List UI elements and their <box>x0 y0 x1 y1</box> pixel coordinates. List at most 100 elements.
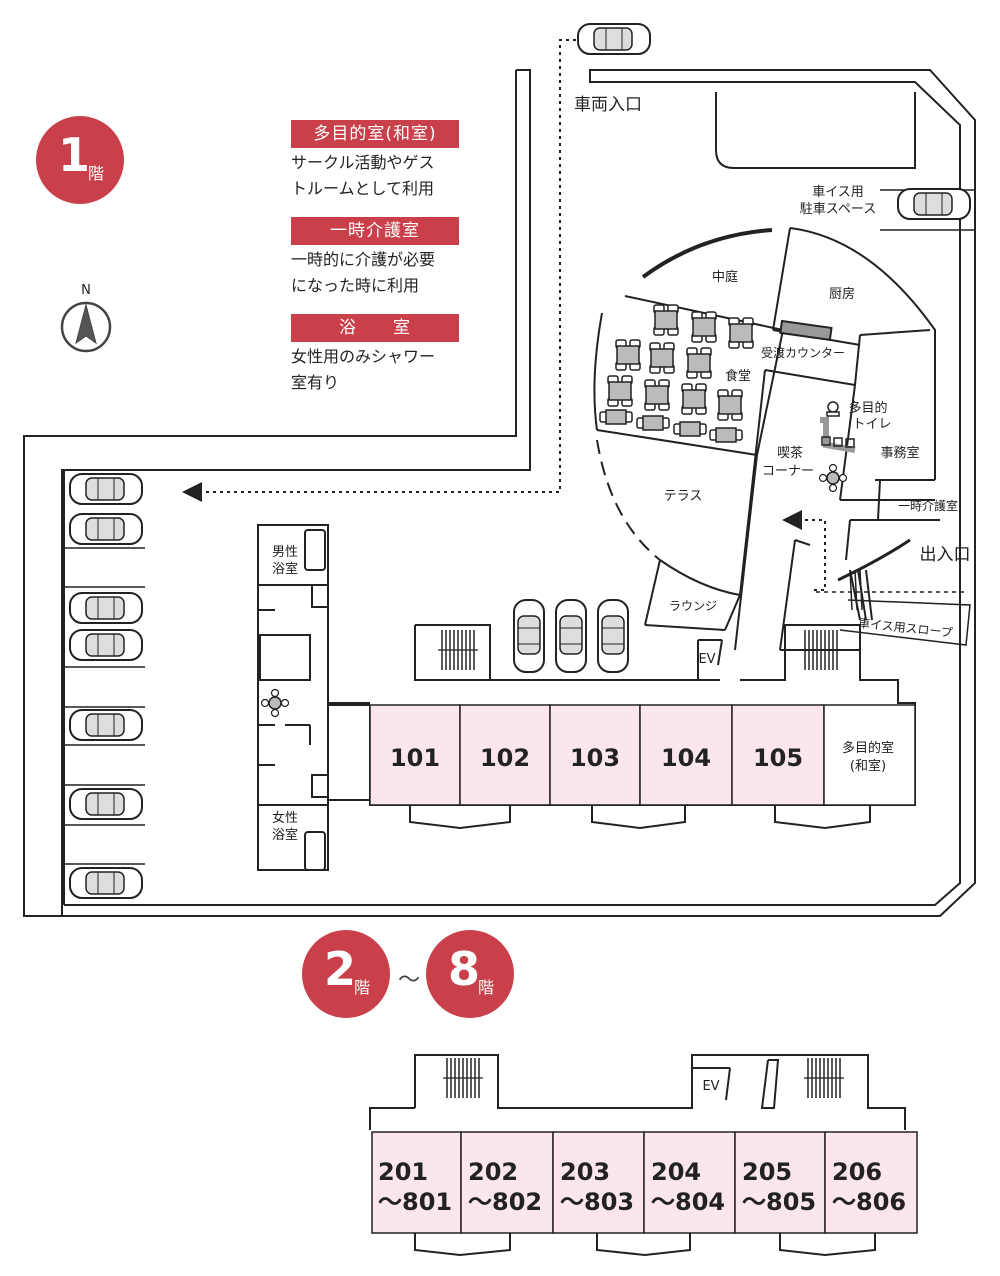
floor-range-separator: 〜 <box>398 968 421 993</box>
site-boundary <box>23 69 976 917</box>
parked-car-icon <box>69 513 143 545</box>
compass-label: N <box>81 283 91 298</box>
elevator-label: EV <box>702 1079 719 1094</box>
dining-table-icon <box>717 389 743 421</box>
dining-table-icon <box>686 347 712 379</box>
floor1-rooms: 101 102 103 104 105 <box>369 704 916 806</box>
entering-car-icon <box>577 23 651 55</box>
dining-label: 食堂 <box>725 368 751 384</box>
small-table-icon <box>673 421 707 437</box>
dining-table-icon <box>653 304 679 336</box>
wheelchair-car-icon <box>897 188 971 220</box>
room-number-bottom: 〜805 <box>742 1188 816 1216</box>
room-101[interactable] <box>369 704 461 806</box>
dining-table-icon <box>644 379 670 411</box>
room-number-top: 205 <box>742 1158 792 1186</box>
entrance-label: 出入口 <box>920 545 971 565</box>
cafe-label: 喫茶 <box>777 445 803 461</box>
vehicle-entrance-label: 車両入口 <box>574 95 642 115</box>
legend-line: 女性用のみシャワー <box>291 347 436 366</box>
room-number-top: 204 <box>651 1158 701 1186</box>
parked-car-icon <box>69 629 143 661</box>
floor-1-badge: 1 階 <box>36 116 124 204</box>
area-labels: 車両入口 車イス用 駐車スペース 中庭 厨房 受渡カウンター 食堂 多目的 トイ… <box>272 95 971 1094</box>
room-number-bottom: 〜802 <box>468 1188 542 1216</box>
female-bath-label: 浴室 <box>272 827 298 843</box>
male-bath-label: 浴室 <box>272 561 298 577</box>
terrace-label: テラス <box>664 489 703 504</box>
stairs-icon <box>803 1057 845 1099</box>
stairs-icon <box>442 1057 484 1099</box>
room-multipurpose[interactable] <box>823 704 916 806</box>
lounge-label: ラウンジ <box>669 599 717 613</box>
room-204-804[interactable] <box>643 1131 736 1234</box>
legend-text-multipurpose: サークル活動やゲス トルームとして利用 <box>291 150 481 202</box>
floor-1-suffix: 階 <box>88 164 105 183</box>
female-bath-label: 女性 <box>272 810 298 826</box>
floor-2-badge: 2 階 <box>302 930 390 1018</box>
parked-car-icon <box>69 473 143 505</box>
legend-title-multipurpose: 多目的室(和室) <box>291 120 459 148</box>
room-104[interactable] <box>639 704 733 806</box>
upper-floor-rooms: 201 〜801 202 〜802 203 〜803 204 〜804 205 … <box>371 1131 918 1234</box>
kitchen-label: 厨房 <box>829 286 855 302</box>
vehicle-route-arrow <box>182 39 576 502</box>
small-table-icon <box>599 409 633 425</box>
room-206-806[interactable] <box>824 1131 918 1234</box>
toilet-icon <box>311 774 329 798</box>
multipurpose-room-label: 多目的室 <box>842 740 894 756</box>
room-number: 104 <box>661 744 711 772</box>
toilet-icon <box>826 401 840 417</box>
dining-table-icon <box>607 375 633 407</box>
legend-line: 室有り <box>291 373 340 392</box>
floor-1-number: 1 <box>58 128 91 182</box>
room-number-bottom: 〜804 <box>651 1188 725 1216</box>
bath-table-icon <box>260 688 290 718</box>
floor-8-suffix: 階 <box>478 978 495 997</box>
room-number: 101 <box>390 744 440 772</box>
wheelchair-parking-label: 車イス用 <box>812 185 864 200</box>
elevator-label: EV <box>698 652 715 667</box>
legend-line: サークル活動やゲス <box>291 153 435 172</box>
floor-2-suffix: 階 <box>354 978 371 997</box>
walk-route-arrow <box>782 510 826 591</box>
temp-care-label: 一時介護室 <box>898 498 958 513</box>
residential-block-upper <box>369 1054 906 1257</box>
room-number-bottom: 〜801 <box>378 1188 452 1216</box>
multi-toilet-label: トイレ <box>852 417 891 432</box>
wheelchair-ramp-lines <box>849 569 863 611</box>
room-number: 102 <box>480 744 530 772</box>
reception-label: 受渡カウンター <box>761 345 845 360</box>
room-102[interactable] <box>459 704 551 806</box>
room-number-top: 201 <box>378 1158 428 1186</box>
cafe-label: コーナー <box>762 464 814 479</box>
room-number: 103 <box>570 744 620 772</box>
floor-8-number: 8 <box>448 942 481 996</box>
dining-table-icon <box>681 383 707 415</box>
floor-8-badge: 8 階 <box>426 930 514 1018</box>
room-105[interactable] <box>731 704 825 806</box>
toilet-icon <box>311 584 329 608</box>
multi-toilet-label: 多目的 <box>848 400 887 416</box>
legend-title-bath: 浴 室 <box>291 314 459 342</box>
parked-car-icon <box>555 599 587 673</box>
room-201-801[interactable] <box>371 1131 462 1234</box>
parked-car-icon <box>69 867 143 899</box>
compass-icon: N <box>60 283 112 353</box>
legend-title-temp-care: 一時介護室 <box>291 217 459 245</box>
room-number-top: 203 <box>560 1158 610 1186</box>
wheelchair-parking-label: 駐車スペース <box>800 202 876 217</box>
room-202-802[interactable] <box>460 1131 554 1234</box>
room-103[interactable] <box>549 704 641 806</box>
legend-text-bath: 女性用のみシャワー 室有り <box>291 344 481 396</box>
room-number-bottom: 〜803 <box>560 1188 634 1216</box>
residential-block-floor1 <box>257 524 916 871</box>
parked-car-icon <box>69 709 143 741</box>
male-bath-label: 男性 <box>272 545 298 560</box>
room-number-bottom: 〜806 <box>832 1188 906 1216</box>
room-203-803[interactable] <box>552 1131 645 1234</box>
cafe-chairs <box>821 436 855 448</box>
ramp-label: 車イス用スロープ <box>857 616 953 640</box>
dining-table-icon <box>649 342 675 374</box>
small-table-icon <box>709 427 743 443</box>
